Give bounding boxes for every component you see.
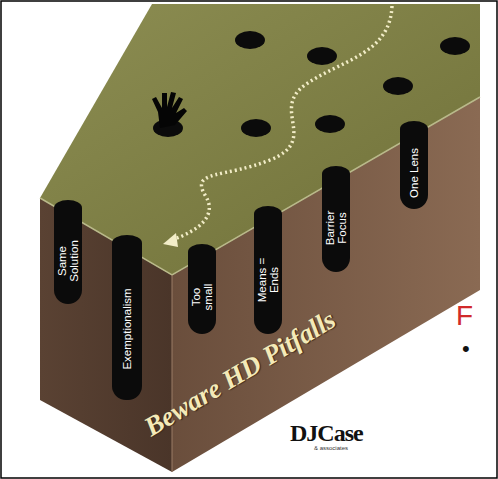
logo-text: DJCase xyxy=(290,420,363,447)
pitfall-tube: Same Solution xyxy=(54,208,82,304)
tube-label: Same Solution xyxy=(56,235,80,287)
bullet: • xyxy=(462,336,470,362)
hole xyxy=(315,115,345,133)
partial-heading: F xyxy=(456,300,473,332)
pitfall-tube: Too small xyxy=(188,252,216,334)
pitfall-tube: Barrier Focus xyxy=(322,174,350,272)
corner-edge xyxy=(172,275,173,472)
hole xyxy=(440,37,470,55)
tube-label: Barrier Focus xyxy=(324,205,348,251)
hole xyxy=(235,31,265,49)
logo-subtext: & associates xyxy=(314,445,348,451)
tube-label: One Lens xyxy=(408,140,420,206)
tube-label: Means = Ends xyxy=(256,257,280,303)
hole xyxy=(383,77,413,95)
hole xyxy=(307,47,337,65)
tube-label: Too small xyxy=(190,277,214,317)
pitfall-tube: Means = Ends xyxy=(254,214,282,334)
dotted-path xyxy=(172,6,392,240)
pitfall-tube: One Lens xyxy=(400,129,428,209)
tube-label: Exemptionalism xyxy=(121,259,133,399)
hole xyxy=(241,119,271,137)
path-arrowhead xyxy=(163,233,178,247)
waving-hand xyxy=(152,92,187,128)
pitfall-tube: Exemptionalism xyxy=(112,243,142,400)
